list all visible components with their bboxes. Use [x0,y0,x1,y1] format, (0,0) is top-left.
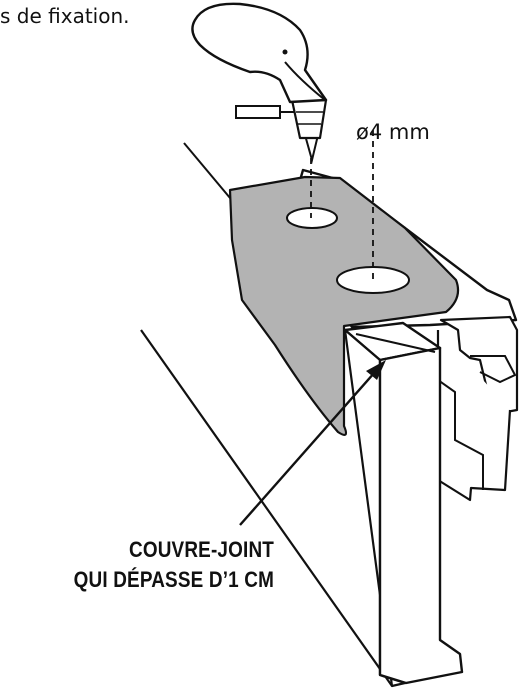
callout-arrow-head [366,360,386,380]
cover-joint-inner-edge [355,333,436,353]
frame-front-line [140,329,393,687]
callout-line-1: COUVRE-JOINT [128,537,274,562]
cover-joint-front [378,346,464,685]
rail-groove [470,355,517,384]
fixing-plate [228,175,460,436]
rail-step [437,379,484,490]
cover-joint-callout: COUVRE-JOINT QUI DÉPASSE D’1 CM [74,535,274,595]
hole-diameter-label: ø4 mm [356,120,430,144]
callout-line-2: QUI DÉPASSE D’1 CM [73,567,274,592]
callout-arrow-line [239,371,376,526]
fixing-instruction-fragment: s de fixation. [0,4,130,28]
cordless-drill-icon [191,2,328,164]
screw-hole-small [286,207,338,229]
